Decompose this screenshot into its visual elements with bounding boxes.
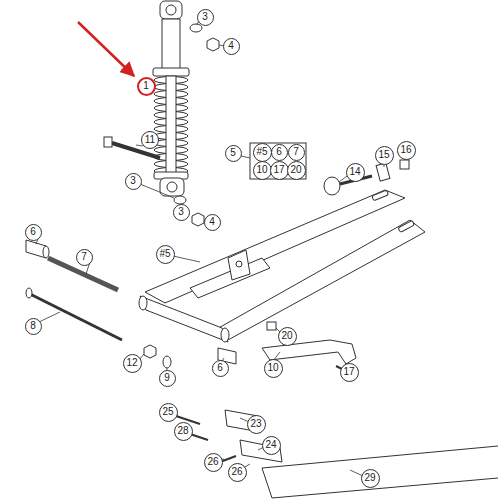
- callout-number: 29: [361, 469, 380, 488]
- callout-number: 12: [123, 354, 142, 373]
- swingarm-arm: [215, 220, 425, 340]
- callout-number: 9: [159, 370, 176, 387]
- group-box: [250, 143, 306, 179]
- callout-number: 26: [204, 453, 223, 472]
- callout-number: 7: [288, 144, 305, 161]
- washer: [190, 24, 202, 32]
- callout-number: 11: [141, 131, 159, 149]
- callout-number: 8: [25, 318, 42, 335]
- callout-number: 20: [287, 161, 306, 180]
- axle-slot: [398, 220, 414, 232]
- callout-number: #5: [253, 143, 272, 162]
- callout-number: 3: [125, 173, 142, 190]
- shock-bracket: [228, 250, 250, 280]
- pivot-end: [221, 328, 229, 342]
- shock-eye: [160, 1, 182, 19]
- callout-number: 3: [197, 9, 214, 26]
- callout-number: 6: [25, 224, 42, 241]
- shock-rod: [166, 76, 176, 180]
- nut: [207, 38, 219, 51]
- callout-number: 7: [76, 249, 93, 266]
- washer: [174, 196, 186, 204]
- callout-number: 10: [253, 161, 272, 180]
- nut: [144, 345, 156, 358]
- axle-slot: [372, 190, 389, 201]
- bolt-head: [104, 137, 112, 147]
- pivot-end: [139, 296, 147, 310]
- callout-number: 17: [340, 363, 359, 382]
- pivot-bolt: [30, 294, 122, 340]
- spring-collar: [153, 68, 189, 76]
- adjuster-nut: [400, 160, 409, 169]
- pivot-tube: [140, 296, 228, 342]
- bracket-hole: [236, 261, 242, 267]
- callout-number: 15: [375, 146, 394, 165]
- callout-number: 16: [397, 141, 416, 160]
- adjuster-plate: [376, 163, 390, 181]
- callout-number: 20: [278, 327, 297, 346]
- callout-number: 1: [137, 77, 156, 96]
- callout-number: 4: [204, 214, 221, 231]
- chain-adjuster: [324, 177, 340, 195]
- callout-number: 10: [264, 359, 283, 378]
- callout-number: 4: [223, 38, 240, 55]
- callout-number: 25: [159, 403, 178, 422]
- frame-section: [262, 446, 498, 498]
- callout-number: 5: [225, 145, 242, 162]
- callout-number: 17: [270, 161, 289, 180]
- nut: [192, 213, 204, 226]
- bushing-small: [267, 322, 276, 330]
- leader-lines: [36, 20, 405, 476]
- bushing-end: [43, 246, 49, 258]
- shock-body: [162, 19, 180, 71]
- callout-number: 3: [173, 204, 190, 221]
- shock-eye-hole: [167, 182, 177, 192]
- callout-number: #5: [156, 245, 175, 264]
- callout-number: 6: [212, 360, 229, 377]
- washer: [163, 356, 171, 368]
- highlight-arrow: [78, 22, 134, 76]
- bolt-head: [26, 288, 32, 298]
- callout-number: 23: [247, 415, 266, 434]
- callout-number: 14: [346, 163, 365, 182]
- screw: [190, 434, 208, 440]
- callout-number: 6: [271, 144, 288, 161]
- callout-number: 28: [174, 422, 193, 441]
- shock-eye-hole: [166, 5, 176, 15]
- callout-number: 24: [262, 436, 281, 455]
- callout-number: 26: [228, 463, 247, 482]
